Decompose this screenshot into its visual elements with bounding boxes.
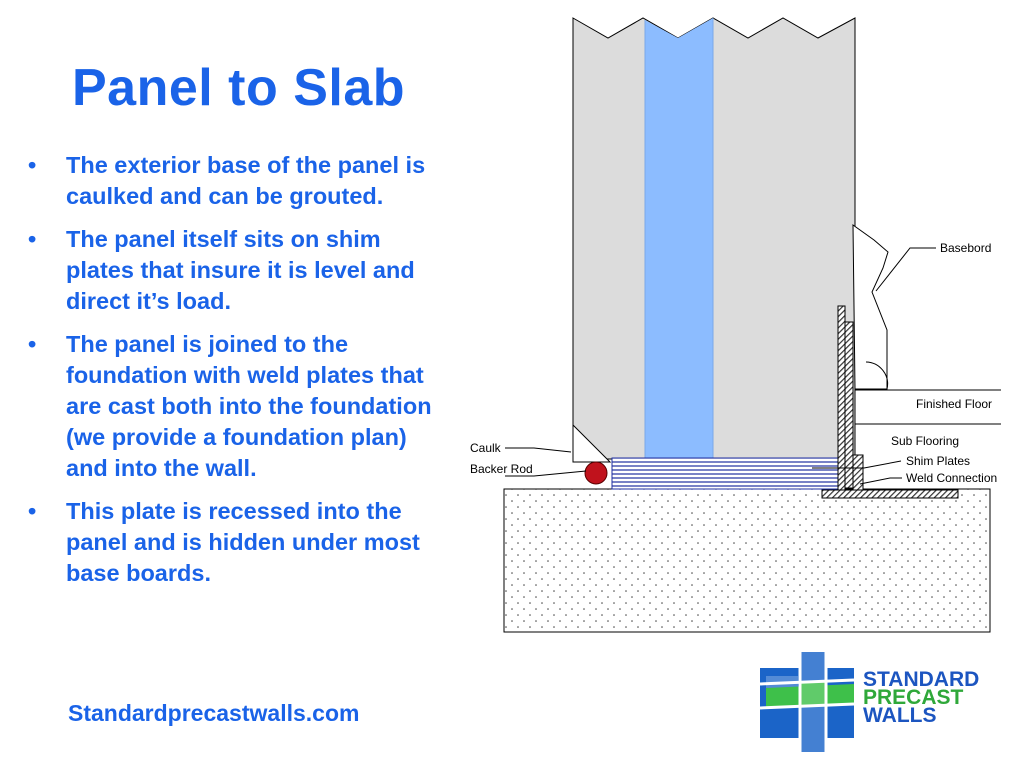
label-finished-floor: Finished Floor xyxy=(916,397,992,411)
logo-text-standard: STANDARD xyxy=(863,668,979,691)
bullet-item: • The panel is joined to the foundation w… xyxy=(28,329,448,484)
bullet-item: • This plate is recessed into the panel a… xyxy=(28,496,448,589)
bullet-glyph: • xyxy=(28,152,37,178)
footer-url: Standardprecastwalls.com xyxy=(68,700,360,726)
label-sub-flooring: Sub Flooring xyxy=(891,434,959,448)
foundation-slab xyxy=(503,488,991,633)
bullet-text: This plate is recessed into the panel an… xyxy=(66,498,420,586)
label-shim-plates: Shim Plates xyxy=(906,454,970,468)
shim-plates xyxy=(611,457,845,490)
page-title: Panel to Slab xyxy=(72,59,406,117)
bullet-text: The panel is joined to the foundation wi… xyxy=(66,331,432,481)
bullet-glyph: • xyxy=(28,226,37,252)
bullet-text: The panel itself sits on shim plates tha… xyxy=(66,226,415,314)
label-weld-connection: Weld Connection xyxy=(906,471,997,485)
embedded-weld-plate xyxy=(837,305,846,493)
backer-rod xyxy=(584,461,608,485)
logo-text-precast: PRECAST xyxy=(863,686,964,709)
weld-plate-horizontal xyxy=(821,489,959,499)
logo-text-walls: WALLS xyxy=(863,704,937,727)
label-caulk: Caulk xyxy=(470,441,502,455)
insulation-band xyxy=(645,18,713,459)
bullet-list: • The exterior base of the panel is caulk… xyxy=(28,150,448,601)
label-backer-rod: Backer Rod xyxy=(470,462,533,476)
label-basebord: Basebord xyxy=(940,241,991,255)
weld-plate-angle xyxy=(844,321,854,489)
precast-panel xyxy=(572,17,856,460)
bullet-item: • The exterior base of the panel is caulk… xyxy=(28,150,448,212)
bullet-text: The exterior base of the panel is caulke… xyxy=(66,152,426,209)
caulk xyxy=(572,423,612,463)
company-logo: STANDARD PRECAST WALLS xyxy=(759,652,979,752)
bullet-item: • The panel itself sits on shim plates th… xyxy=(28,224,448,317)
bullet-glyph: • xyxy=(28,331,37,357)
basebord xyxy=(852,224,889,390)
bullet-glyph: • xyxy=(28,498,37,524)
